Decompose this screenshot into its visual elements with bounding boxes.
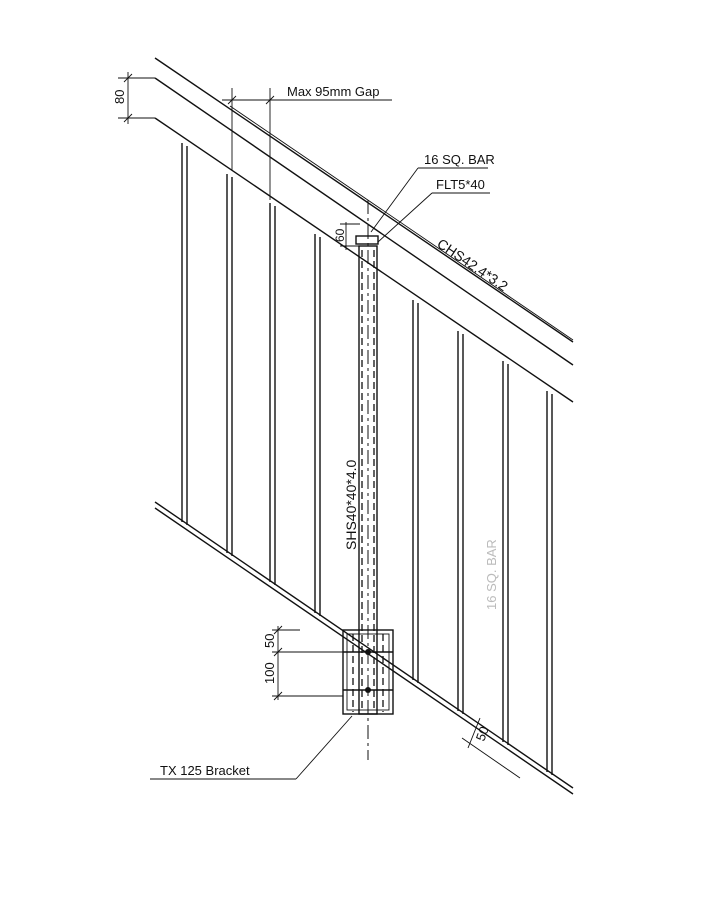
dimension-bracket-left: 50 100 bbox=[262, 625, 343, 701]
dim-80-label: 80 bbox=[112, 90, 127, 104]
tx125-bracket bbox=[342, 629, 394, 715]
dim-100-label: 100 bbox=[262, 662, 277, 684]
dim-60-label: 60 bbox=[333, 228, 347, 242]
bracket-label: TX 125 Bracket bbox=[160, 763, 250, 778]
dimension-80: 80 bbox=[112, 72, 155, 124]
sq-bar-label: 16 SQ. BAR bbox=[424, 152, 495, 167]
dimension-max-gap: Max 95mm Gap bbox=[222, 84, 392, 200]
dim-50-bottom-label: 50 bbox=[473, 724, 492, 743]
faint-bar-label: 16 SQ. BAR bbox=[484, 539, 499, 610]
leader-bracket: TX 125 Bracket bbox=[150, 715, 353, 780]
handrail bbox=[154, 57, 574, 403]
chs-label: CHS42.4*3.2 bbox=[434, 235, 511, 294]
shs-label: SHS40*40*4.0 bbox=[343, 459, 359, 550]
baluster-bars bbox=[181, 143, 553, 775]
dimension-60: 60 bbox=[333, 222, 360, 250]
leader-16-sq-bar: 16 SQ. BAR bbox=[370, 152, 495, 233]
flt-label: FLT5*40 bbox=[436, 177, 485, 192]
leader-flt: FLT5*40 bbox=[377, 177, 490, 243]
dim-50-top-label: 50 bbox=[262, 634, 277, 648]
shs-post bbox=[355, 200, 379, 760]
dimension-50-bottom: 50 bbox=[461, 717, 521, 779]
max-gap-label: Max 95mm Gap bbox=[287, 84, 379, 99]
bottom-rail bbox=[154, 501, 574, 795]
